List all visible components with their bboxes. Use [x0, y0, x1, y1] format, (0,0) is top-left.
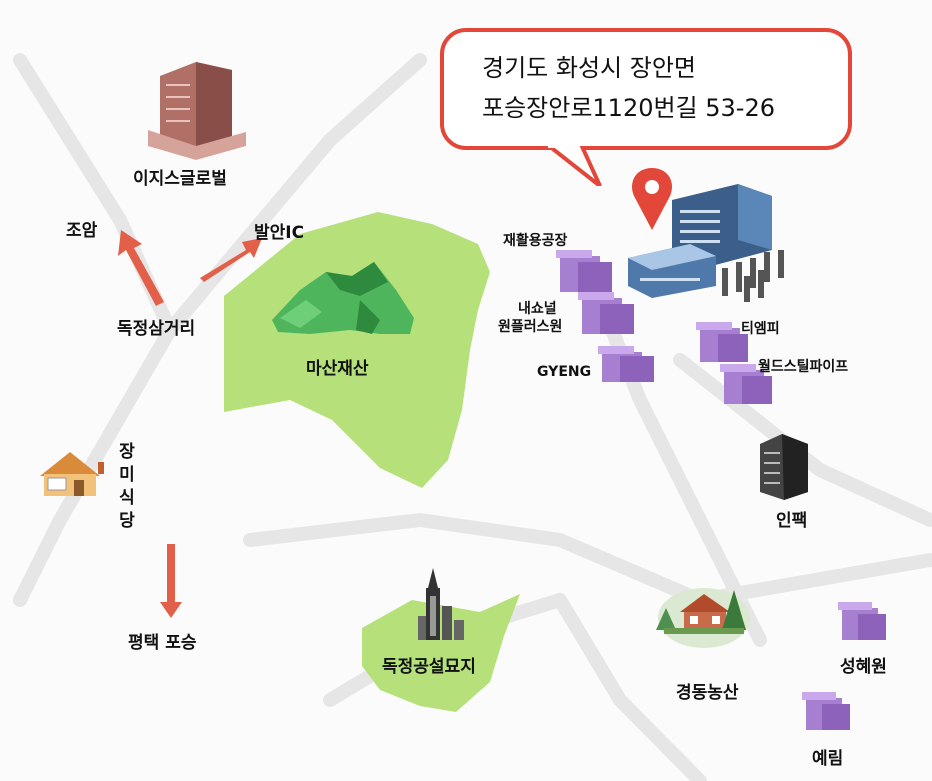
label-yerim: 예림 [812, 749, 844, 769]
cemetery-park-area [362, 594, 520, 712]
cemetery-tower-icon [418, 568, 464, 640]
label-jangmi-3: 식 [119, 488, 135, 508]
factory-yerim [802, 692, 850, 730]
factory-recycling [556, 250, 612, 292]
label-tmp: 티엠피 [741, 321, 780, 337]
factory-world-steel [720, 364, 772, 404]
masan-park-area [224, 212, 490, 488]
factory-naesyonal [578, 292, 634, 334]
inpack-building-icon [760, 434, 808, 500]
direction-arrows [118, 230, 262, 618]
callout-tail [545, 146, 602, 186]
factory-tmp [696, 322, 748, 362]
label-balan-ic: 발안IC [254, 223, 305, 243]
label-dokjeong-junction: 독정삼거리 [117, 319, 196, 339]
label-naesyonal: 내쇼널 [518, 301, 557, 317]
label-jangmi-sikdang: 장 미 식 당 [117, 441, 137, 533]
label-masanjaesan: 마산재산 [306, 359, 369, 379]
label-dokjeong-cemetery: 독정공설묘지 [382, 657, 476, 677]
arrow-joam [118, 230, 164, 306]
label-joam: 조암 [66, 221, 98, 241]
farm-icon [656, 588, 750, 648]
label-gyeng: GYENG [537, 364, 592, 380]
easys-global-building-icon [148, 62, 246, 160]
label-jangmi-4: 당 [119, 511, 135, 531]
factory-icons [556, 250, 886, 730]
address-line-2: 포승장안로1120번길 53-26 [482, 94, 776, 122]
label-seonghyewon: 성혜원 [840, 657, 887, 677]
label-gyeongdong-farm: 경동농산 [676, 683, 739, 703]
label-jangmi-1: 장 [119, 442, 135, 462]
label-recycling-plant: 재활용공장 [503, 233, 568, 249]
label-one-plus-one: 원플러스원 [498, 319, 563, 335]
label-pyeongtaek-poseung: 평택 포승 [128, 633, 197, 653]
factory-seonghyewon [838, 602, 886, 640]
house-icon [40, 452, 104, 496]
label-easys-global: 이지스글로벌 [133, 169, 227, 189]
label-jangmi-2: 미 [119, 465, 135, 485]
mountain-icon [272, 262, 414, 334]
address-callout: 경기도 화성시 장안면 포승장안로1120번길 53-26 [440, 28, 852, 150]
location-pin-icon [632, 168, 672, 230]
label-world-steel-pipe: 월드스틸파이프 [758, 359, 849, 375]
factory-gyeng [598, 346, 654, 382]
company-building-icon [628, 184, 784, 302]
label-inpack: 인팩 [776, 511, 808, 531]
arrow-balan-ic [200, 238, 262, 282]
arrow-pyeongtaek [160, 544, 182, 618]
address-line-1: 경기도 화성시 장안면 [482, 54, 696, 82]
